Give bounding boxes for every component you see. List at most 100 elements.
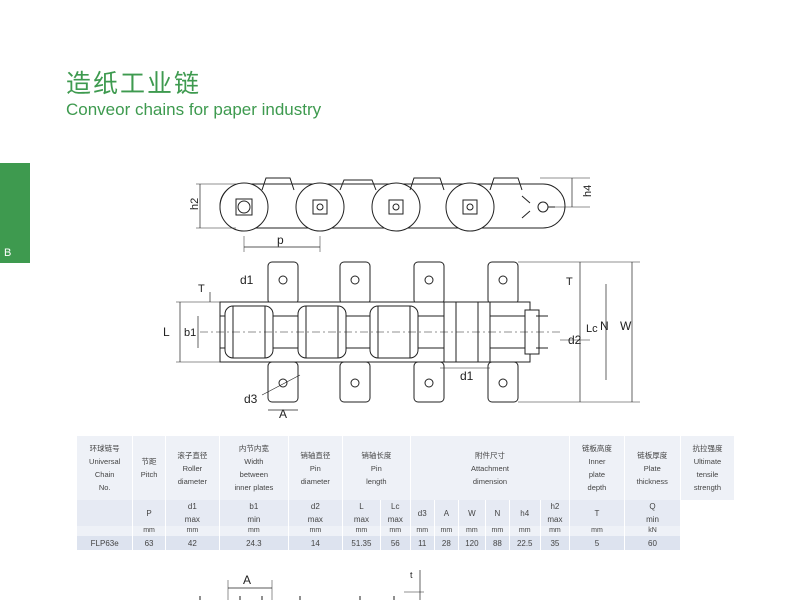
- table-header-text: Width: [244, 457, 264, 466]
- label-d3: d3: [244, 392, 258, 406]
- label-d1-bottom: d1: [460, 369, 474, 383]
- table-header-text: Attachment: [471, 463, 509, 473]
- table-header-text: diameter: [300, 476, 330, 486]
- section-tab-label: B: [4, 247, 12, 259]
- table-symbol-text: max: [353, 515, 369, 524]
- table-unit-cell: kN: [623, 526, 681, 536]
- table-unit-cell: mm: [219, 526, 289, 536]
- label-A: A: [279, 407, 287, 421]
- table-unit-cell: mm: [539, 526, 570, 536]
- table-header-text: 链板高度: [581, 444, 612, 453]
- table-symbol-text: min: [247, 515, 261, 524]
- table-symbol-text: max: [547, 515, 563, 524]
- table-symbol-text: h2: [550, 502, 560, 511]
- table-header-text: Pin: [309, 463, 321, 473]
- table-unit-cell: mm: [569, 526, 625, 536]
- table-header-text: No.: [98, 483, 111, 492]
- table-cell: 42: [164, 536, 220, 550]
- table-header-cell: 链板厚度 Plate thickness: [623, 436, 681, 500]
- table-header-text: 附件尺寸: [474, 450, 505, 460]
- label-d2: d2: [568, 333, 582, 347]
- table-header-text: Pitch: [140, 470, 158, 479]
- page-title-cn: 造纸工业链: [66, 69, 202, 98]
- table-symbol-text: d1: [187, 502, 197, 511]
- label-h4: h4: [582, 185, 594, 197]
- table-symbol-cell: A: [433, 500, 459, 526]
- table-header-text: length: [366, 476, 387, 486]
- chain-side-view: [196, 177, 590, 252]
- table-header-text: depth: [587, 483, 607, 492]
- table-header-cell: 销轴直径 Pin diameter: [287, 436, 343, 500]
- table-cell: 35: [539, 536, 570, 550]
- table-header-text: diameter: [177, 476, 207, 486]
- table-symbol-cell: T: [569, 500, 625, 526]
- table-cell: FLP63e: [75, 536, 133, 550]
- table-header-text: inner plates: [234, 483, 274, 492]
- table-cell: 88: [484, 536, 510, 550]
- table-symbol-text: d2: [310, 502, 320, 511]
- table-header-text: 环球链号: [89, 444, 120, 453]
- table-symbol-text: Lc: [391, 502, 400, 511]
- table-cell: 22.5: [508, 536, 540, 550]
- label-L: L: [163, 325, 170, 339]
- table-symbol-text: W: [468, 508, 476, 518]
- table-unit-cell: [75, 526, 133, 536]
- table-symbol-cell: P: [132, 500, 166, 526]
- table-unit-cell: mm: [341, 526, 381, 536]
- label-h2: h2: [189, 198, 201, 210]
- table-unit-cell: mm: [484, 526, 510, 536]
- table-symbol-cell: h2 max: [539, 500, 570, 526]
- table-cell: 24.3: [219, 536, 289, 550]
- table-symbol-cell: N: [484, 500, 510, 526]
- table-header-text: plate: [588, 470, 606, 479]
- table-symbol-text: d3: [417, 508, 427, 518]
- table-cell: 60: [623, 536, 681, 550]
- section-tab[interactable]: B: [0, 163, 30, 263]
- table-symbol-text: A: [443, 508, 450, 518]
- table-header-text: tensile: [696, 470, 719, 479]
- page-title-en: Conveor chains for paper industry: [66, 100, 322, 119]
- table-unit-cell: mm: [433, 526, 459, 536]
- table-unit-cell: mm: [457, 526, 486, 536]
- table-header-text: Universal: [89, 457, 121, 466]
- lower-chain-drawing-partial: [199, 570, 424, 600]
- table-unit-cell: mm: [409, 526, 435, 536]
- table-symbol-text: P: [146, 508, 152, 518]
- table-header-text: 链板厚度: [637, 450, 668, 460]
- table-unit-cell: mm: [379, 526, 411, 536]
- label-d1-top: d1: [240, 273, 254, 287]
- table-symbol-text: min: [646, 515, 659, 524]
- table-header-text: 内节内宽: [238, 444, 269, 453]
- table-header-text: Ultimate: [693, 457, 722, 466]
- table-header-text: Roller: [182, 463, 203, 473]
- table-unit-cell: mm: [287, 526, 343, 536]
- table-header-text: thickness: [636, 476, 668, 486]
- table-header-text: 销轴长度: [361, 450, 392, 460]
- table-header-text: Pin: [370, 463, 382, 473]
- table-cell: 11: [409, 536, 435, 550]
- table-unit-cell: mm: [508, 526, 540, 536]
- label-p: p: [277, 233, 284, 247]
- table-header-text: 销轴直径: [300, 450, 331, 460]
- table-cell: 56: [379, 536, 411, 550]
- table-symbol-text: N: [494, 508, 501, 518]
- table-cell: 63: [132, 536, 166, 550]
- table-cell: 120: [457, 536, 486, 550]
- table-cell: 28: [433, 536, 459, 550]
- table-symbol-text: L: [359, 502, 364, 511]
- table-header-text: dimension: [472, 476, 508, 486]
- label-T-right: T: [566, 276, 573, 288]
- table-header-text: Plate: [643, 463, 661, 473]
